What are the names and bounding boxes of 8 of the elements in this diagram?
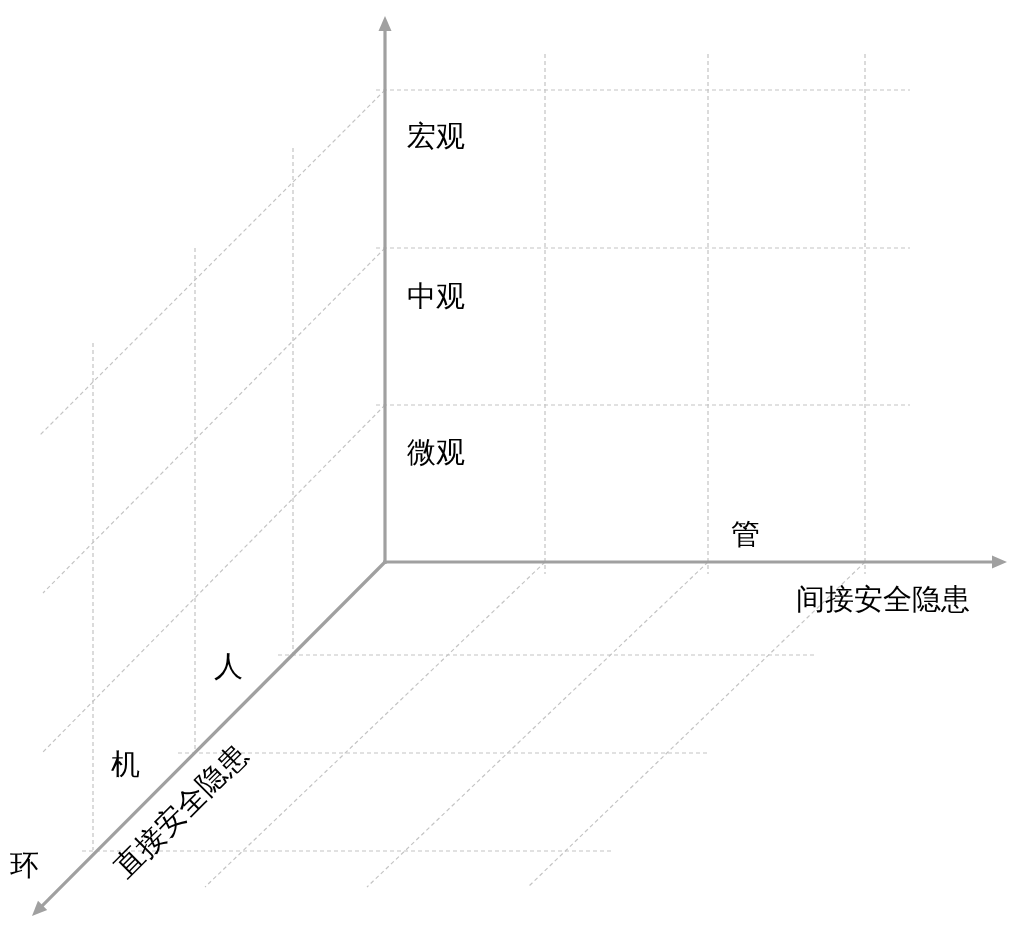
- category-label: 管: [730, 519, 760, 549]
- category-label: 机: [110, 749, 140, 779]
- level-label: 宏观: [407, 121, 465, 151]
- category-label: 环: [9, 850, 39, 880]
- level-label: 微观: [407, 437, 465, 467]
- category-label: 人: [213, 651, 243, 681]
- level-label: 中观: [407, 281, 465, 311]
- axis-title: 间接安全隐患: [796, 584, 970, 614]
